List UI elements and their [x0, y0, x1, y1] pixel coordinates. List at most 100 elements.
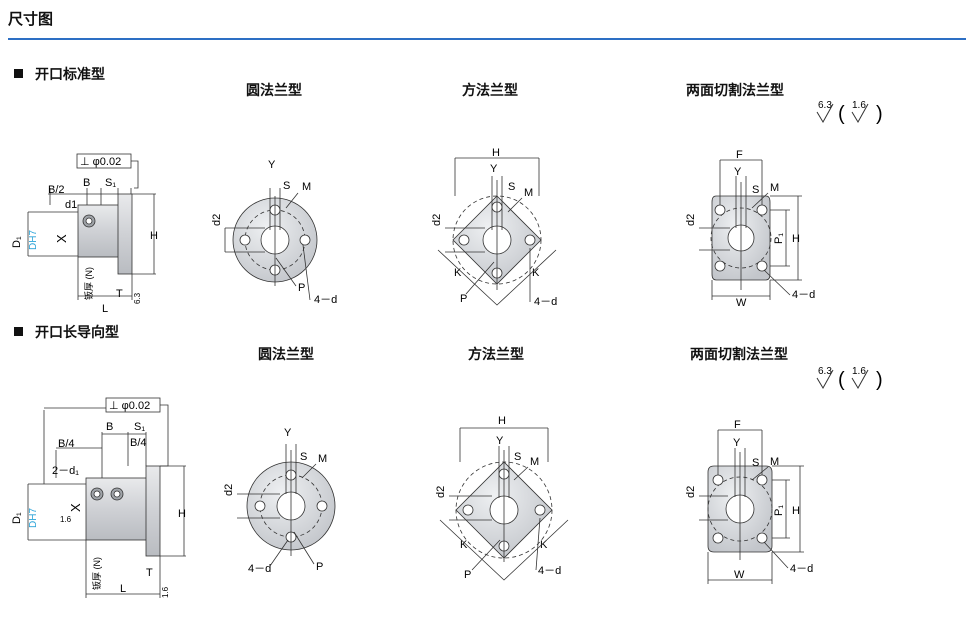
roughness-symbol-1: 6.3 ( 1.6 ) [816, 100, 883, 125]
svg-text:6.3: 6.3 [818, 366, 832, 377]
svg-text:B: B [83, 177, 90, 189]
svg-text:d2: d2 [435, 486, 447, 498]
svg-text:d2: d2 [211, 214, 223, 226]
svg-text:2－d₁: 2－d₁ [52, 465, 79, 477]
view-title-cut-1: 两面切割法兰型 [686, 82, 784, 98]
svg-text:S₁: S₁ [134, 421, 145, 433]
svg-text:W: W [734, 569, 745, 581]
svg-text:1.6: 1.6 [161, 586, 170, 598]
svg-text:d2: d2 [431, 214, 443, 226]
svg-text:B: B [106, 421, 113, 433]
svg-text:B/4: B/4 [58, 438, 75, 450]
svg-text:(: ( [838, 369, 845, 391]
svg-text:P: P [316, 561, 323, 573]
svg-text:钣厚 (N): 钣厚 (N) [91, 557, 102, 590]
svg-text:(: ( [838, 103, 845, 125]
svg-text:S: S [283, 180, 290, 192]
svg-text:1.6: 1.6 [852, 366, 866, 377]
svg-text:1.6: 1.6 [60, 515, 72, 524]
svg-text:T: T [116, 288, 123, 300]
view-title-cut-2: 两面切割法兰型 [690, 346, 788, 362]
svg-text:4－d: 4－d [314, 294, 337, 306]
svg-text:DH7: DH7 [28, 508, 39, 528]
svg-text:K: K [460, 539, 468, 551]
svg-text:d1: d1 [65, 199, 77, 211]
svg-text:L: L [120, 583, 126, 595]
svg-text:D₁: D₁ [11, 236, 23, 248]
svg-text:Y: Y [284, 427, 292, 439]
cut-flange-view-2: F Y S M d2 P₁ H W 4－d [685, 419, 813, 584]
svg-text:6.3: 6.3 [818, 100, 832, 111]
svg-text:M: M [318, 453, 327, 465]
svg-text:S: S [300, 451, 307, 463]
svg-text:Y: Y [268, 159, 276, 171]
round-flange-view-1: Y S M d2 P 4－d [211, 159, 337, 306]
bullet-square [14, 69, 23, 78]
side-view-long-guide: ⊥ φ0.02 B/4 B S₁ B/4 2－d₁ X 1.6 D₁ DH7 H… [11, 397, 186, 598]
view-title-round-1: 圆法兰型 [246, 82, 302, 98]
view-title-round-2: 圆法兰型 [258, 346, 314, 362]
svg-text:DH7: DH7 [28, 230, 39, 250]
section-title-long-guide: 开口长导向型 [14, 322, 119, 342]
svg-text:P: P [464, 569, 471, 581]
svg-text:S: S [752, 184, 759, 196]
svg-text:d2: d2 [685, 486, 697, 498]
svg-text:4－d: 4－d [790, 563, 813, 575]
svg-text:M: M [302, 181, 311, 193]
svg-text:H: H [498, 415, 506, 427]
svg-text:Y: Y [490, 163, 498, 175]
view-title-square-1: 方法兰型 [462, 82, 518, 98]
side-view-standard: ⊥ φ0.02 B/2 B S₁ d1 X D₁ DH7 H L T 钣厚 (N… [11, 153, 158, 315]
bullet-square [14, 327, 23, 336]
svg-text:F: F [734, 419, 741, 431]
square-flange-view-2: H Y S M d2 K K P 4－d [435, 415, 569, 581]
svg-text:钣厚 (N): 钣厚 (N) [83, 267, 94, 300]
svg-text:1.6: 1.6 [852, 100, 866, 111]
svg-text:): ) [876, 103, 883, 125]
svg-text:): ) [876, 369, 883, 391]
svg-text:M: M [530, 456, 539, 468]
svg-text:⊥ φ0.02: ⊥ φ0.02 [80, 156, 121, 168]
svg-text:F: F [736, 149, 743, 161]
svg-text:M: M [770, 456, 779, 468]
svg-text:Y: Y [734, 166, 742, 178]
section-title-standard: 开口标准型 [14, 64, 105, 84]
svg-text:H: H [792, 233, 800, 245]
svg-text:B/4: B/4 [130, 437, 147, 449]
svg-text:X: X [68, 503, 83, 512]
page-title: 尺寸图 [8, 11, 54, 28]
svg-text:D₁: D₁ [11, 512, 23, 524]
roughness-symbol-2: 6.3 ( 1.6 ) [816, 366, 883, 391]
svg-text:K: K [540, 539, 548, 551]
svg-text:P₁: P₁ [773, 505, 785, 516]
svg-text:4－d: 4－d [538, 565, 561, 577]
svg-text:H: H [150, 230, 158, 242]
view-title-square-2: 方法兰型 [468, 346, 524, 362]
svg-text:T: T [146, 567, 153, 579]
svg-text:S₁: S₁ [105, 177, 116, 189]
svg-text:H: H [792, 505, 800, 517]
title-underline [8, 38, 966, 40]
svg-text:B/2: B/2 [48, 184, 65, 196]
svg-text:Y: Y [496, 435, 504, 447]
svg-text:4－d: 4－d [534, 296, 557, 308]
svg-text:d2: d2 [685, 214, 697, 226]
svg-text:S: S [508, 181, 515, 193]
svg-text:4－d: 4－d [248, 563, 271, 575]
svg-text:M: M [770, 182, 779, 194]
square-flange-view-1: H Y S M d2 K K P 4－d [431, 147, 557, 308]
svg-text:H: H [178, 508, 186, 520]
svg-text:K: K [454, 267, 462, 279]
svg-text:M: M [524, 187, 533, 199]
svg-text:P: P [298, 282, 305, 294]
round-flange-view-2: Y S M d2 4－d P [223, 427, 336, 575]
svg-text:4－d: 4－d [792, 289, 815, 301]
cut-flange-view-1: F Y S M d2 P₁ H W 4－d [685, 149, 815, 309]
svg-text:X: X [54, 234, 69, 243]
svg-text:P₁: P₁ [773, 233, 785, 244]
svg-text:⊥ φ0.02: ⊥ φ0.02 [109, 400, 150, 412]
svg-text:Y: Y [733, 437, 741, 449]
svg-text:P: P [460, 293, 467, 305]
svg-text:6.3: 6.3 [133, 292, 142, 304]
